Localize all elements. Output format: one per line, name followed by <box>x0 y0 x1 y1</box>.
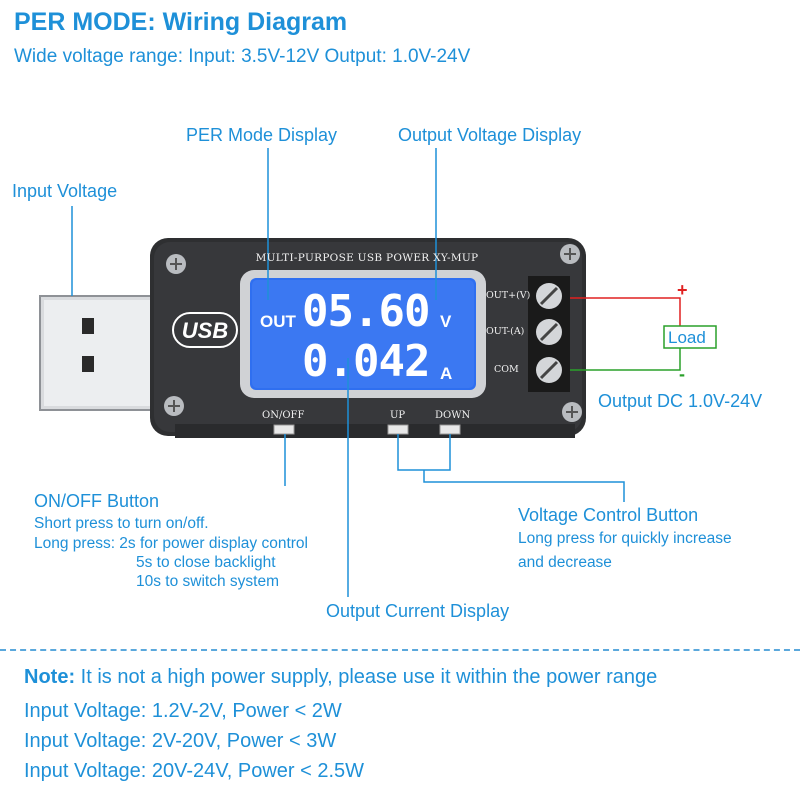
callout-voltage-control-title: Voltage Control Button <box>518 505 699 525</box>
lcd-voltage-unit: V <box>440 312 452 331</box>
callout-input-voltage: Input Voltage <box>12 181 118 201</box>
onoff-button[interactable] <box>273 424 295 435</box>
note-heading: Note: It is not a high power supply, ple… <box>24 666 657 689</box>
callout-onoff-title: ON/OFF Button <box>34 491 160 511</box>
callout-onoff-line: Short press to turn on/off. <box>34 515 209 532</box>
callout-output-voltage-display: Output Voltage Display <box>398 125 582 145</box>
screw-icon <box>562 402 582 422</box>
callout-onoff-line: 5s to close backlight <box>136 554 276 571</box>
usb-logo: USB <box>172 312 238 348</box>
note-line: Input Voltage: 20V-24V, Power < 2.5W <box>24 760 365 782</box>
up-button[interactable] <box>387 424 409 435</box>
button-label-up: UP <box>390 410 406 421</box>
lcd-display <box>240 270 486 398</box>
usb-plug <box>39 295 163 411</box>
note-section <box>0 649 800 800</box>
plus-sign: + <box>677 280 688 300</box>
screw-terminal-icon <box>536 283 562 309</box>
screw-icon <box>560 244 580 264</box>
button-label-down: DOWN <box>435 410 471 421</box>
screw-icon <box>164 396 184 416</box>
note-line: Input Voltage: 1.2V-2V, Power < 2W <box>24 700 342 722</box>
screw-terminal-icon <box>536 319 562 345</box>
lcd-current: 0.042 <box>302 336 430 387</box>
callout-voltage-control-line: and decrease <box>518 554 612 571</box>
terminal-label-com: COM <box>494 364 519 375</box>
page-subtitle: Wide voltage range: Input: 3.5V-12V Outp… <box>14 46 471 67</box>
page-title: PER MODE: Wiring Diagram <box>14 8 348 36</box>
callout-onoff-line: Long press: 2s for power display control <box>34 535 308 552</box>
screw-terminal-icon <box>536 357 562 383</box>
lcd-out-label: OUT <box>260 312 296 331</box>
callout-onoff-line: 10s to switch system <box>136 573 279 590</box>
board-title: MULTI-PURPOSE USB POWER XY-MUP <box>255 252 479 264</box>
terminal-label-out-minus: OUT-(A) <box>486 326 525 337</box>
lcd-voltage: 05.60 <box>302 286 430 337</box>
output-wires <box>570 297 717 371</box>
note-text: It is not a high power supply, please us… <box>75 666 658 688</box>
callout-per-mode-display: PER Mode Display <box>186 125 338 145</box>
wiring-diagram <box>39 148 717 597</box>
load-label: Load <box>668 328 706 347</box>
callout-output-dc: Output DC 1.0V-24V <box>598 391 763 411</box>
minus-sign: - <box>679 364 685 384</box>
terminal-block <box>528 276 570 392</box>
down-button[interactable] <box>439 424 461 435</box>
terminal-label-out-plus: OUT+(V) <box>486 290 531 301</box>
leader-lines <box>71 148 625 597</box>
button-label-onoff: ON/OFF <box>262 410 305 421</box>
callout-output-current-display: Output Current Display <box>326 601 510 621</box>
lcd-current-unit: A <box>440 364 453 383</box>
screw-icon <box>166 254 186 274</box>
note-line: Input Voltage: 2V-20V, Power < 3W <box>24 730 337 752</box>
callout-voltage-control-line: Long press for quickly increase <box>518 530 732 547</box>
note-label: Note: <box>24 666 76 688</box>
